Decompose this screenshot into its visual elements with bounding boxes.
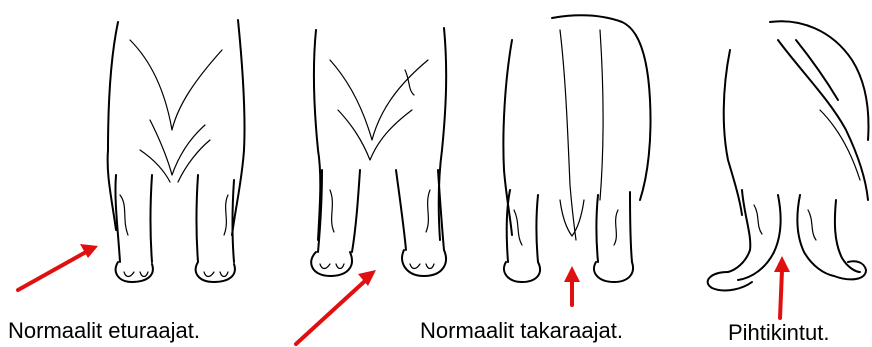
arrow-narrow-front (296, 270, 376, 344)
normal-front-legs-drawing (108, 20, 245, 282)
caption-normal-hind: Normaalit takaraajat. (420, 318, 623, 343)
arrow-normal-hind (564, 266, 580, 305)
caption-normal-front: Normaalit eturaajat. (8, 318, 200, 343)
narrow-front-legs-drawing (311, 28, 446, 276)
cow-hocked-hind-legs-drawing (708, 21, 869, 290)
normal-hind-legs-drawing (503, 15, 650, 282)
caption-cow-hocked: Pihtikintut. (728, 320, 830, 345)
arrow-cow-hocked (774, 256, 790, 318)
arrow-normal-front (18, 244, 98, 290)
